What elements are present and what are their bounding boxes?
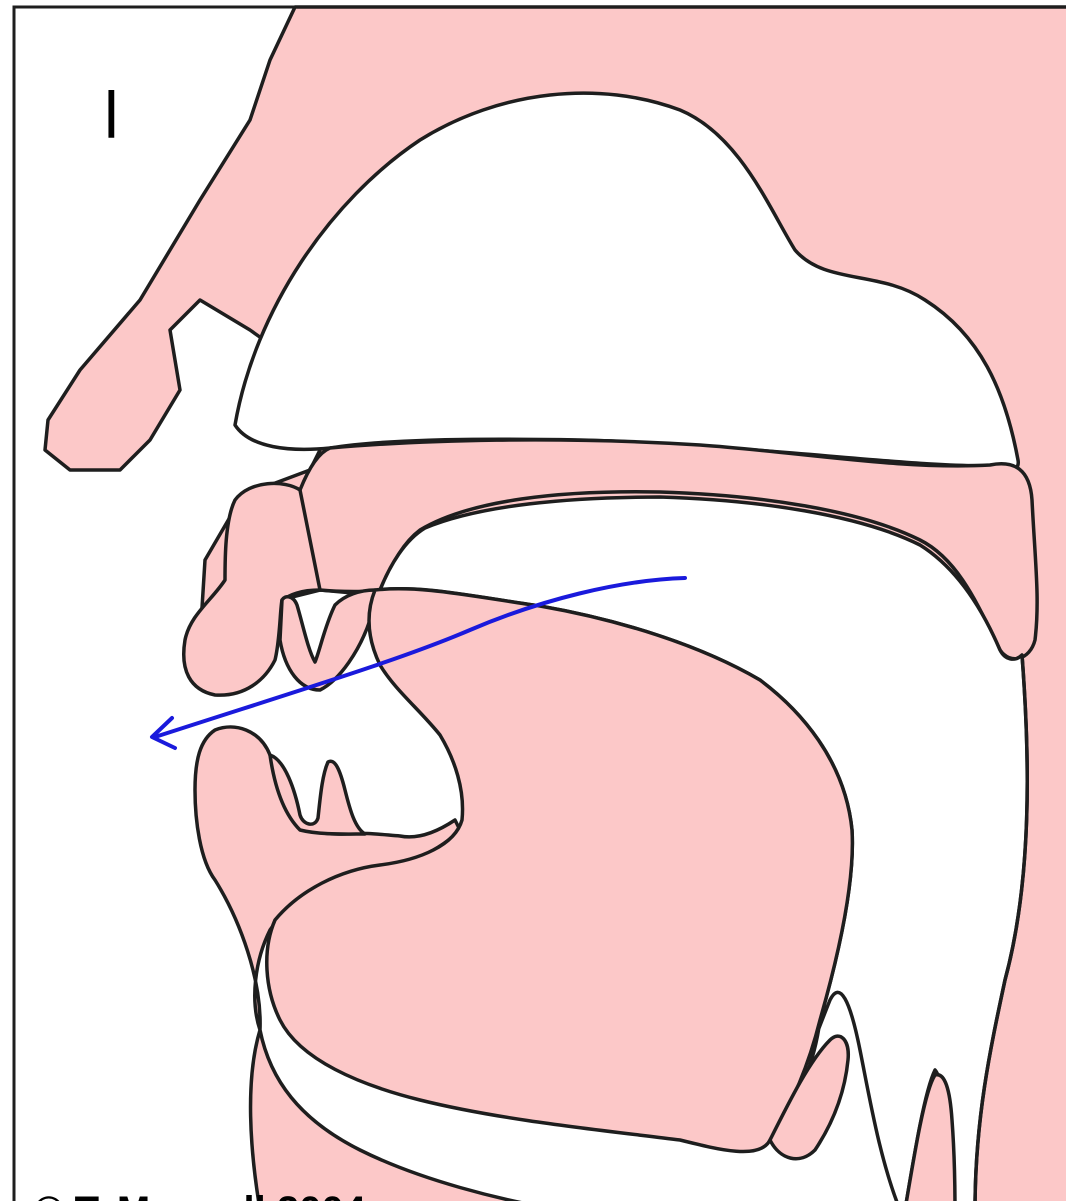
credit-label: © T. Mannell 2004 (34, 1189, 367, 1201)
phoneme-label: l (104, 78, 119, 152)
